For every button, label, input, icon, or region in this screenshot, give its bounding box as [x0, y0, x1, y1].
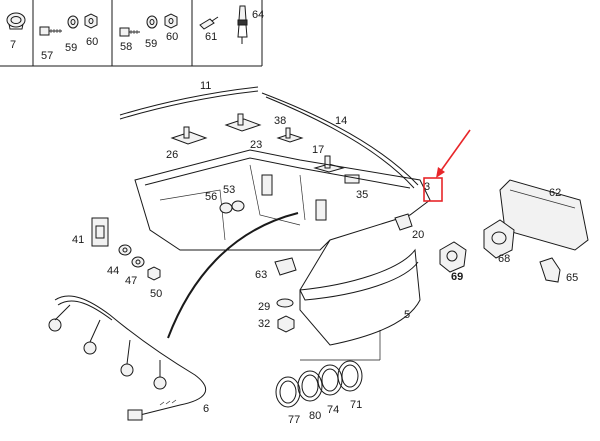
- part-23-bracket: [224, 113, 262, 132]
- routing-arrow-line: [167, 212, 299, 339]
- part-labels: 7 57 59 60 58 59 60 61 64 11 14 38 26 23…: [10, 9, 578, 426]
- part-41-bracket: [91, 217, 109, 247]
- label-35: 35: [356, 189, 368, 201]
- part-47-washer: [131, 256, 145, 268]
- label-56: 56: [205, 191, 217, 203]
- label-32: 32: [258, 318, 270, 330]
- part-60b-nut: [164, 13, 178, 29]
- label-7: 7: [10, 39, 16, 51]
- ring-leader-line: [300, 330, 381, 361]
- part-7-grommet: [6, 12, 26, 30]
- label-26: 26: [166, 149, 178, 161]
- label-58: 58: [120, 41, 132, 53]
- label-38: 38: [274, 115, 286, 127]
- label-11: 11: [200, 80, 211, 92]
- part-11-trim-strip: [119, 86, 259, 120]
- part-60-nut: [84, 13, 98, 29]
- label-14: 14: [335, 115, 347, 127]
- part-77-ring: [275, 376, 301, 408]
- part-14-trim-strip: [261, 92, 419, 189]
- part-57-screw: [39, 26, 62, 36]
- label-71: 71: [350, 399, 362, 411]
- part-62-panel: [499, 179, 589, 251]
- label-47: 47: [125, 275, 137, 287]
- label-17: 17: [312, 144, 324, 156]
- part-29-washer: [276, 298, 294, 308]
- label-59b: 59: [145, 38, 157, 50]
- part-50-nut: [147, 266, 161, 281]
- part-5-bumper-cover: [299, 239, 421, 346]
- part-6-wiring-harness: [48, 295, 207, 421]
- label-5: 5: [404, 309, 410, 321]
- label-6: 6: [203, 403, 209, 415]
- fastener-table: [0, 0, 263, 67]
- part-59b-washer: [146, 15, 158, 29]
- part-26-bracket: [170, 126, 208, 145]
- part-17-bracket: [313, 155, 345, 173]
- label-69: 69: [451, 271, 463, 283]
- label-60b: 60: [166, 31, 178, 43]
- part-20-clip: [394, 213, 413, 231]
- label-29: 29: [258, 301, 270, 313]
- label-64: 64: [252, 9, 264, 21]
- part-32-nut: [277, 315, 295, 333]
- label-20: 20: [412, 229, 424, 241]
- label-80: 80: [309, 410, 321, 422]
- part-61-pin: [199, 16, 219, 30]
- label-74: 74: [327, 404, 339, 416]
- part-80-ring: [297, 370, 323, 402]
- part-71-ring: [337, 360, 363, 392]
- part-65-clip: [539, 257, 561, 283]
- label-77: 77: [288, 414, 300, 426]
- part-68-housing: [483, 219, 515, 259]
- label-53: 53: [223, 184, 235, 196]
- label-60a: 60: [86, 36, 98, 48]
- label-41: 41: [72, 234, 84, 246]
- label-68: 68: [498, 253, 510, 265]
- label-50: 50: [150, 288, 162, 300]
- part-38-bracket: [276, 127, 304, 143]
- part-44-washer: [118, 244, 132, 256]
- part-53-grommet: [231, 200, 245, 212]
- highlight-callout: [423, 129, 471, 202]
- label-3: 3: [424, 181, 430, 193]
- part-58-screw: [119, 27, 140, 37]
- label-63: 63: [255, 269, 267, 281]
- highlight-box: [423, 177, 443, 202]
- label-59a: 59: [65, 42, 77, 54]
- part-64-clip: [237, 5, 248, 44]
- label-57: 57: [41, 50, 53, 62]
- label-62: 62: [549, 187, 561, 199]
- part-63-bracket: [274, 257, 297, 276]
- label-44: 44: [107, 265, 119, 277]
- part-69-sensor: [439, 241, 467, 273]
- label-65: 65: [566, 272, 578, 284]
- part-56-grommet: [219, 202, 233, 214]
- bumper-carrier: [134, 149, 431, 251]
- label-23: 23: [250, 139, 262, 151]
- label-61: 61: [205, 31, 217, 43]
- part-59-washer: [67, 15, 79, 29]
